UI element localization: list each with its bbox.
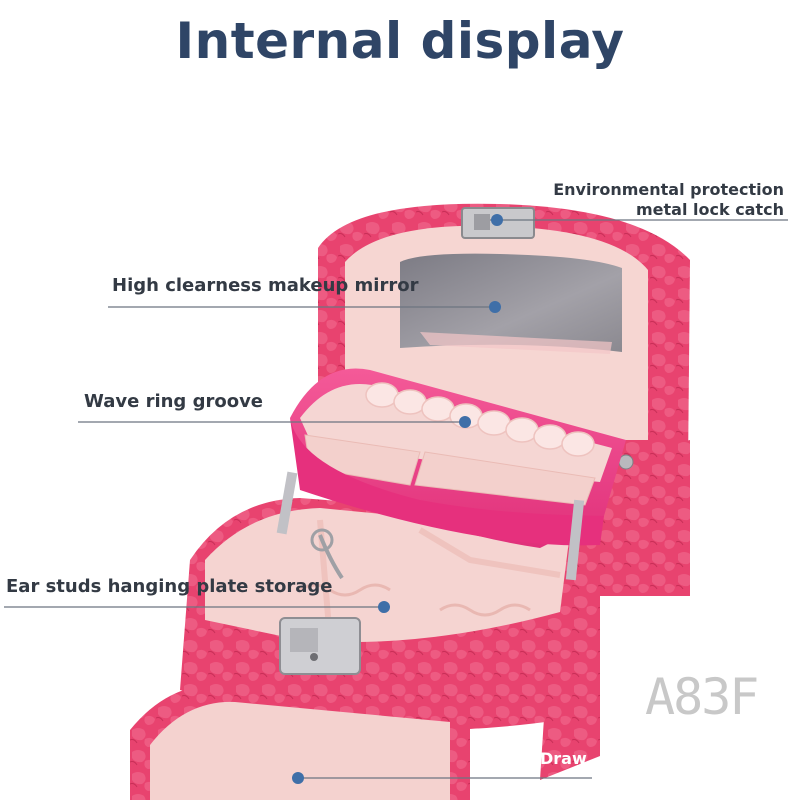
- watermark-panel: [600, 596, 800, 800]
- callout-lock-catch-line2: metal lock catch: [636, 200, 784, 219]
- dot-drawer: [292, 772, 304, 784]
- ring-rolls: [365, 382, 595, 457]
- callout-mirror: High clearness makeup mirror: [112, 275, 419, 296]
- makeup-mirror: [400, 253, 622, 352]
- dot-lock-catch: [491, 214, 503, 226]
- callout-ear-studs: Ear studs hanging plate storage: [6, 576, 333, 597]
- middle-compartment: [205, 508, 570, 643]
- page-title: Internal display: [175, 12, 625, 70]
- dot-ear-studs: [378, 601, 390, 613]
- callout-drawer: Draw: [540, 749, 587, 768]
- leader-lines: [4, 219, 788, 779]
- callout-ring-groove: Wave ring groove: [84, 391, 264, 412]
- dot-mirror: [489, 301, 501, 313]
- callout-lock-catch: Environmental protection metal lock catc…: [540, 180, 784, 220]
- callout-dots: [292, 214, 503, 784]
- dot-ring-groove: [459, 416, 471, 428]
- watermark-text: A83F: [645, 668, 759, 726]
- callout-lock-catch-line1: Environmental protection: [553, 180, 784, 199]
